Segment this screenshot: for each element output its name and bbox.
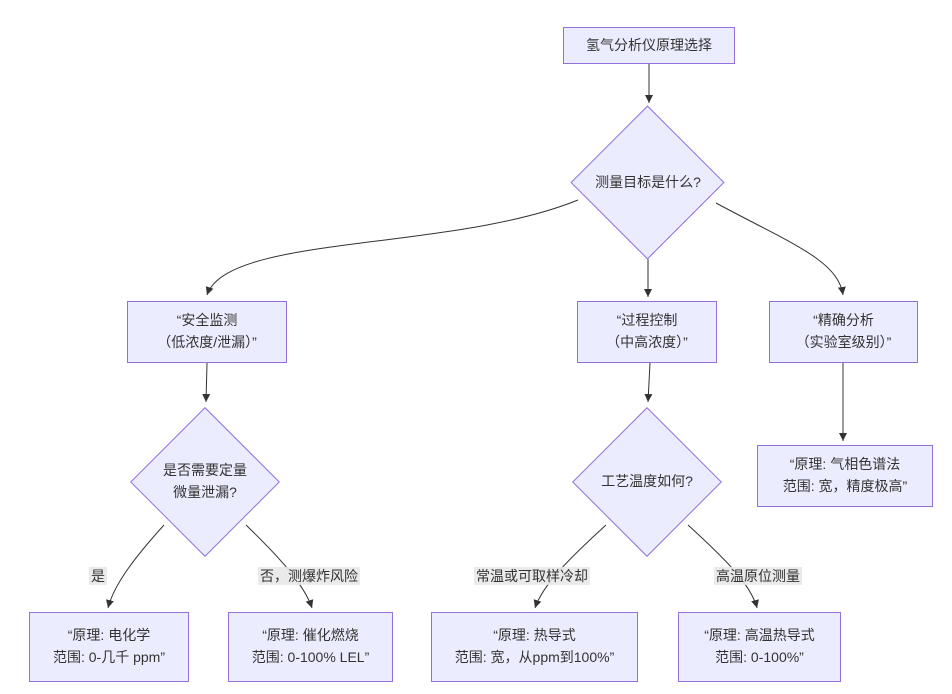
node-branch-process: “过程控制 （中高浓度）” bbox=[577, 301, 717, 363]
node-leaf-electrochem: “原理: 电化学 范围: 0-几千 ppm” bbox=[29, 612, 189, 682]
node-leaf-tcd: “原理: 热导式 范围: 宽，从ppm到100%” bbox=[431, 612, 638, 682]
text-line: “原理: 热导式 bbox=[493, 627, 576, 644]
text-line: 范围: 宽，从ppm到100%” bbox=[454, 649, 615, 665]
text-line: （低浓度/泄漏）” bbox=[157, 334, 257, 350]
node-leaf-ht-tcd-label: “原理: 高温热导式 范围: 0-100%” bbox=[704, 625, 814, 668]
text-line: “原理: 催化燃烧 bbox=[262, 627, 359, 644]
text-line: 范围: 0-几千 ppm” bbox=[52, 649, 165, 665]
node-leaf-catalytic-label: “原理: 催化燃烧 范围: 0-100% LEL” bbox=[252, 625, 370, 668]
text-line: 范围: 宽，精度极高” bbox=[782, 478, 908, 494]
edge-leakq-yes bbox=[106, 524, 165, 609]
edge-label-ambient: 常温或可取样冷却 bbox=[474, 566, 590, 586]
text-line: “原理: 气相色谱法 bbox=[789, 456, 901, 473]
text-line: 微量泄漏? bbox=[173, 484, 237, 500]
node-leaf-gc-label: “原理: 气相色谱法 范围: 宽，精度极高” bbox=[783, 454, 907, 497]
node-branch-safety-label: “安全监测 （低浓度/泄漏）” bbox=[157, 310, 257, 353]
node-leaf-tcd-label: “原理: 热导式 范围: 宽，从ppm到100%” bbox=[455, 625, 614, 668]
text-line: 是否需要定量 bbox=[163, 462, 247, 479]
edge-label-hot: 高温原位测量 bbox=[714, 566, 802, 586]
edge-label-yes: 是 bbox=[89, 566, 107, 586]
edge-goal-to-analysis bbox=[715, 202, 846, 296]
node-branch-safety: “安全监测 （低浓度/泄漏）” bbox=[127, 301, 287, 363]
node-leaf-catalytic: “原理: 催化燃烧 范围: 0-100% LEL” bbox=[228, 612, 393, 682]
edge-safety-to-leakq bbox=[202, 362, 211, 403]
text-line: “原理: 高温热导式 bbox=[704, 627, 815, 644]
text-line: 范围: 0-100%” bbox=[715, 649, 804, 665]
node-branch-analysis-label: “精确分析 （实验室级别）” bbox=[796, 310, 892, 353]
node-question-temp-label: 工艺温度如何? bbox=[601, 473, 693, 490]
edge-goal-to-safety bbox=[205, 199, 579, 296]
text-line: （中高浓度）” bbox=[606, 334, 688, 350]
edge-label-no: 否，测爆炸风险 bbox=[258, 566, 360, 586]
node-question-leak: 是否需要定量 微量泄漏? bbox=[130, 406, 280, 558]
node-question-goal: 测量目标是什么? bbox=[570, 105, 726, 260]
text-line: “过程控制 bbox=[616, 312, 678, 329]
text-line: （实验室级别）” bbox=[795, 334, 892, 350]
node-branch-analysis: “精确分析 （实验室级别）” bbox=[769, 301, 918, 363]
node-root-label: 氢气分析仪原理选择 bbox=[586, 36, 712, 53]
text-line: “安全监测 bbox=[176, 312, 238, 329]
node-leaf-gc: “原理: 气相色谱法 范围: 宽，精度极高” bbox=[757, 445, 933, 507]
edge-process-to-tempq bbox=[644, 362, 653, 403]
node-branch-process-label: “过程控制 （中高浓度）” bbox=[606, 310, 688, 353]
text-line: “精确分析 bbox=[813, 312, 874, 329]
node-root: 氢气分析仪原理选择 bbox=[563, 27, 735, 64]
text-line: 范围: 0-100% LEL” bbox=[251, 649, 370, 665]
node-question-leak-label: 是否需要定量 微量泄漏? bbox=[163, 460, 247, 503]
text-line: “原理: 电化学 bbox=[67, 627, 151, 644]
node-question-goal-label: 测量目标是什么? bbox=[595, 174, 701, 191]
node-leaf-electrochem-label: “原理: 电化学 范围: 0-几千 ppm” bbox=[53, 625, 165, 668]
node-leaf-ht-tcd: “原理: 高温热导式 范围: 0-100%” bbox=[678, 612, 841, 682]
node-question-temp: 工艺温度如何? bbox=[572, 406, 722, 558]
